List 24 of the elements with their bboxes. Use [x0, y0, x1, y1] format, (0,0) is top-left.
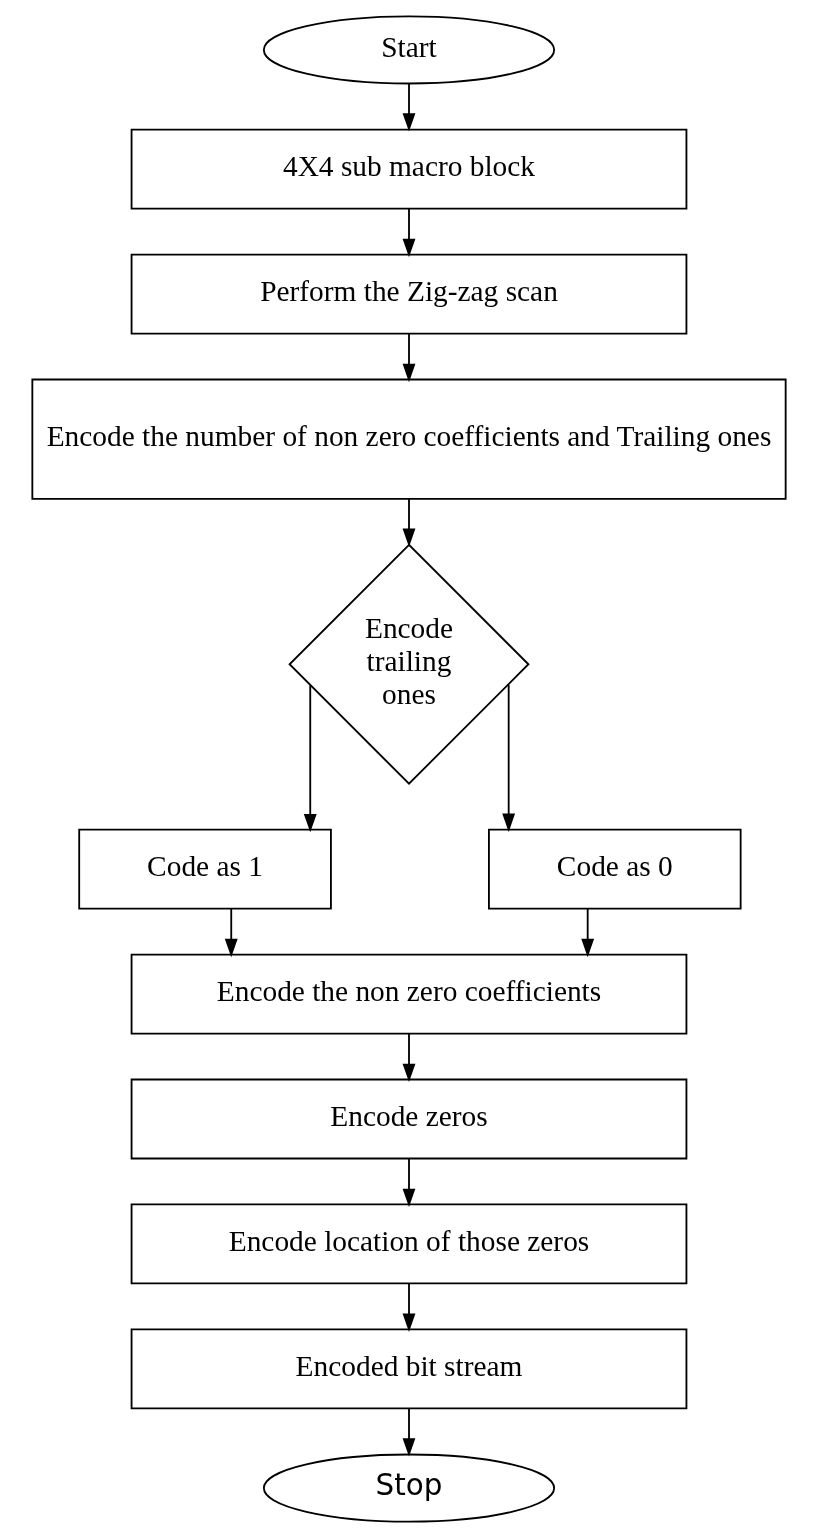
arrow [402, 1157, 415, 1208]
arrow [303, 684, 317, 833]
arrow [402, 498, 415, 547]
arrow [402, 82, 415, 132]
node-box: Encode the number of non zero coefficients and Trailing ones [30, 378, 787, 500]
node-box: Encode the non zero coefficients [130, 953, 687, 1035]
node-box: Encode zeros [130, 1078, 687, 1160]
node-box: 4X4 sub macro block [130, 128, 687, 210]
arrow [580, 907, 594, 958]
arrow [402, 1407, 415, 1457]
arrow [501, 683, 515, 832]
node-box: Code as 0 [487, 828, 742, 910]
node-diamond: Encode trailing ones [287, 543, 530, 785]
arrow [224, 907, 238, 958]
arrow [402, 1032, 415, 1083]
node-ellipse: Stop [262, 1453, 555, 1523]
node-box: Perform the Zig-zag scan [130, 253, 687, 335]
node-box: Code as 1 [77, 828, 332, 910]
arrow [402, 207, 415, 258]
node-ellipse: Start [262, 15, 555, 85]
node-box: Encode location of those zeros [130, 1203, 687, 1285]
node-box: Encoded bit stream [130, 1328, 687, 1410]
arrow [402, 1282, 415, 1332]
arrow [402, 332, 415, 383]
